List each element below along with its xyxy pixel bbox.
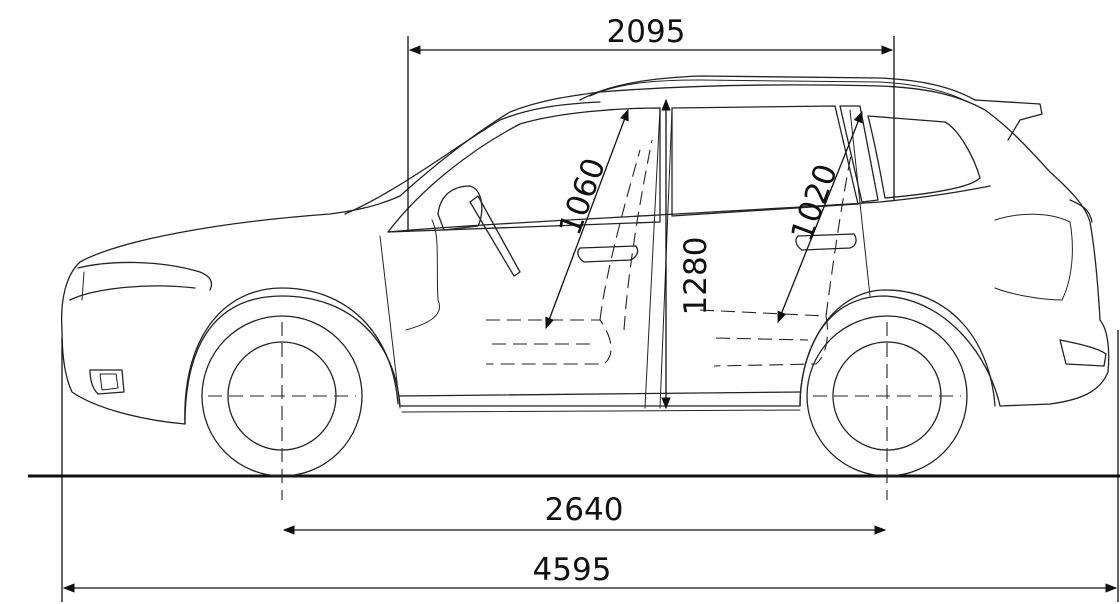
dimension-label-1280: 1280 — [678, 237, 714, 316]
dimension-2095: 2095 — [407, 14, 895, 232]
dimension-label-2095: 2095 — [607, 14, 686, 50]
front-seat — [486, 139, 653, 365]
car-outline — [60, 75, 1110, 425]
dimension-label-1020: 1020 — [784, 159, 845, 245]
steering-wheel — [405, 195, 521, 331]
dimension-1280: 1280 — [661, 98, 714, 410]
dimension-label-4595: 4595 — [533, 552, 612, 588]
dimension-1060: 1060 — [545, 108, 629, 330]
dimension-4595: 4595 — [61, 330, 1119, 602]
dimension-label-2640: 2640 — [545, 492, 624, 528]
front-wheel — [201, 315, 363, 500]
rear-wheel — [806, 315, 968, 500]
dimension-1020: 1020 — [777, 110, 863, 324]
dimension-label-1060: 1060 — [552, 153, 613, 239]
dimension-2640: 2640 — [282, 492, 887, 535]
